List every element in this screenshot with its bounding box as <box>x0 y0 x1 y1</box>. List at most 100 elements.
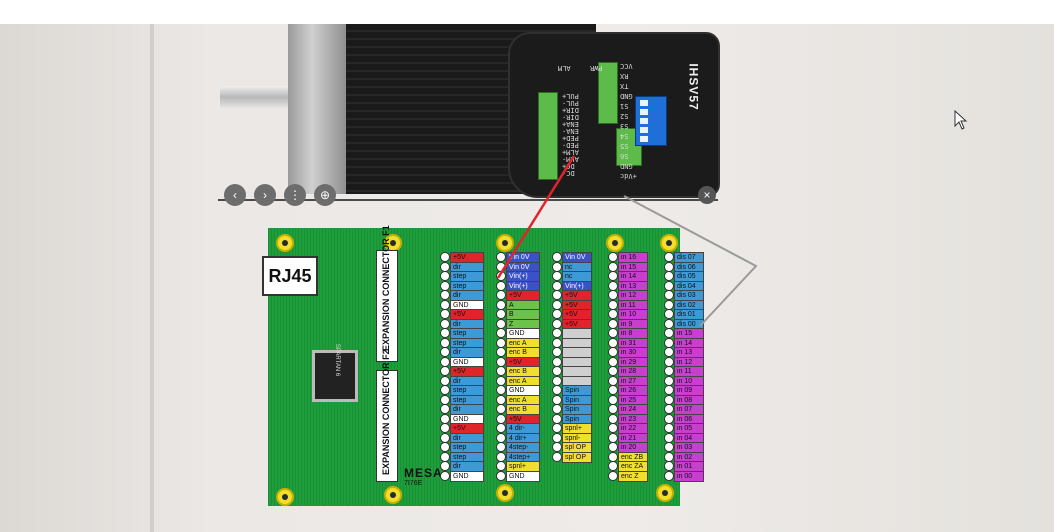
terminal-pin-row: enc ZA <box>608 461 648 472</box>
chevron-left-icon[interactable]: ‹ <box>224 184 246 206</box>
terminal-screw-icon <box>496 442 506 452</box>
terminal-pin-row: dir <box>440 461 484 472</box>
terminal-screw-icon <box>664 404 674 414</box>
image-viewer-toolbar-line <box>218 199 718 201</box>
driver-comm-label: RX <box>620 72 629 80</box>
brand-model-label: 7I76E <box>404 480 423 487</box>
terminal-pin-row: in 22 <box>608 423 648 434</box>
terminal-pin-row: in 00 <box>664 470 704 482</box>
terminal-screw-icon <box>664 356 674 367</box>
close-icon[interactable]: × <box>698 186 716 204</box>
terminal-pin-row: B <box>496 309 540 320</box>
terminal-pin-row: dir <box>440 404 484 415</box>
terminal-pin-row: dir <box>440 290 484 301</box>
terminal-screw-icon <box>440 337 450 348</box>
terminal-screw-icon <box>552 394 562 405</box>
terminal-pin-row: Spin <box>552 404 592 415</box>
terminal-pin-row: step <box>440 385 484 396</box>
terminal-screw-icon <box>608 261 618 272</box>
servo-motor-photo: IHSV57 ALM PWR PUL+PUL-DIR+DIR-ENA+ENA-P… <box>220 24 720 198</box>
terminal-pin-row: step <box>440 451 484 463</box>
terminal-pin-row: enc B <box>496 347 540 358</box>
terminal-pin-row: dir <box>440 318 484 330</box>
fpga-chip: SPARTAN 6 <box>312 344 358 402</box>
terminal-screw-icon <box>664 375 674 386</box>
terminal-pin-row: GND <box>440 299 484 311</box>
terminal-pin-row: enc B <box>496 366 540 377</box>
terminal-pin-row: in 07 <box>664 404 704 415</box>
terminal-screw-icon <box>440 356 450 367</box>
terminal-pin-row: GND <box>496 470 540 482</box>
browser-top-strip <box>0 0 1054 24</box>
terminal-pin-row: +5V <box>552 299 592 311</box>
driver-comm-label: S5 <box>620 142 629 150</box>
terminal-pin-row <box>552 356 592 368</box>
terminal-screw-icon <box>664 432 674 443</box>
more-icon[interactable]: ⋮ <box>284 184 306 206</box>
terminal-screw-icon <box>440 290 450 300</box>
terminal-pin-row: +5V <box>440 423 484 434</box>
pin-label: in 00 <box>674 470 704 482</box>
terminal-screw-icon <box>496 309 506 319</box>
terminal-screw-icon <box>608 461 618 471</box>
mount-hole <box>496 234 514 252</box>
terminal-pin-row: dir <box>440 347 484 358</box>
terminal-pin-row: GND <box>440 356 484 368</box>
terminal-pin-row: in 26 <box>608 385 648 396</box>
terminal-screw-icon <box>608 280 618 291</box>
terminal-pin-row: spnl+ <box>496 461 540 472</box>
terminal-pin-row: step <box>440 328 484 339</box>
terminal-screw-icon <box>552 347 562 357</box>
terminal-screw-icon <box>440 385 450 395</box>
terminal-screw-icon <box>440 394 450 405</box>
terminal-screw-icon <box>552 432 562 443</box>
terminal-pin-row: in 03 <box>664 442 704 453</box>
terminal-screw-icon <box>608 252 618 262</box>
terminal-screw-icon <box>496 299 506 310</box>
terminal-screw-icon <box>440 404 450 414</box>
terminal-screw-icon <box>608 290 618 300</box>
terminal-pin-row <box>552 328 592 339</box>
terminal-pin-row: enc Z <box>608 470 648 482</box>
terminal-screw-icon <box>496 290 506 300</box>
expansion-connector-f1: EXPANSION CONNECTOR F1 <box>376 225 398 362</box>
terminal-screw-icon <box>496 461 506 471</box>
terminal-pin-row: step <box>440 337 484 349</box>
terminal-screw-icon <box>440 261 450 272</box>
terminal-screw-icon <box>608 394 618 405</box>
terminal-screw-icon <box>608 299 618 310</box>
terminal-screw-icon <box>608 413 618 424</box>
mount-hole <box>384 486 402 504</box>
terminal-screw-icon <box>664 413 674 424</box>
zoom-icon[interactable]: ⊕ <box>314 184 336 206</box>
terminal-screw-icon <box>552 442 562 452</box>
terminal-pin-row: Spin <box>552 413 592 425</box>
terminal-pin-row: step <box>440 394 484 406</box>
terminal-pin-row: in 02 <box>664 451 704 463</box>
terminal-pin-row: GND <box>440 470 484 482</box>
pin-label: GND <box>506 470 540 482</box>
terminal-screw-icon <box>440 328 450 338</box>
gray-callout-line <box>623 195 758 327</box>
chevron-right-icon[interactable]: › <box>254 184 276 206</box>
mount-hole <box>656 484 674 502</box>
dip-switch <box>635 96 667 146</box>
pwr-label: PWR <box>590 64 603 72</box>
driver-comm-label: S4 <box>620 132 629 140</box>
terminal-pin-row: in 08 <box>664 394 704 406</box>
expansion-f2-label: EXPANSION CONNECTOR F2 <box>381 349 391 475</box>
terminal-screw-icon <box>440 461 450 471</box>
terminal-screw-icon <box>608 451 618 462</box>
terminal-screw-icon <box>496 337 506 348</box>
terminal-pin-row: enc ZB <box>608 451 648 463</box>
comm-terminal-block <box>598 62 618 124</box>
mount-hole <box>276 234 294 252</box>
terminal-screw-icon <box>496 404 506 414</box>
terminal-screw-icon <box>552 375 562 386</box>
terminal-screw-icon <box>608 442 618 452</box>
terminal-screw-icon <box>496 356 506 367</box>
terminal-screw-icon <box>552 366 562 376</box>
terminal-pin-row: +5V <box>440 309 484 320</box>
pin-label: enc Z <box>618 470 648 482</box>
terminal-pin-row: Spin <box>552 394 592 406</box>
